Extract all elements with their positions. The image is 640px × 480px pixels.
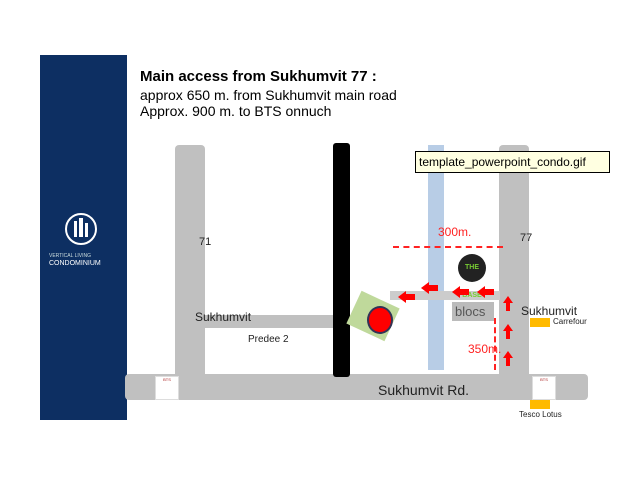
route-arrow-left bbox=[452, 286, 469, 298]
blocs-logo: blocs bbox=[452, 302, 494, 321]
route-arrow-up bbox=[503, 324, 513, 339]
distance-350-label: 350m. bbox=[468, 342, 502, 356]
dash-line-300 bbox=[393, 246, 503, 248]
sukhumvit-left-label: Sukhumvit bbox=[195, 310, 252, 324]
brand-line1: VERTICAL LIVING bbox=[49, 253, 91, 259]
distance-line1: approx 650 m. from Sukhumvit main road bbox=[140, 87, 397, 103]
carrefour-label: Carrefour bbox=[553, 317, 587, 326]
the-base-logo: THE BASE bbox=[458, 254, 486, 299]
tesco-label: Tesco Lotus bbox=[519, 410, 562, 419]
condo-marker bbox=[367, 306, 393, 334]
access-path bbox=[390, 291, 500, 300]
route-arrow-up bbox=[503, 296, 513, 311]
bts-station-icon: BTS bbox=[155, 376, 179, 400]
brand-line2: CONDOMINIUM bbox=[49, 260, 101, 267]
sukhumvit-right-label: Sukhumvit bbox=[521, 304, 578, 318]
bts-station-icon: BTS bbox=[532, 376, 556, 400]
sukhumvit-main-road bbox=[125, 374, 588, 400]
soi-71-road bbox=[175, 145, 205, 395]
soi-77-label: 77 bbox=[520, 232, 533, 244]
carrefour-marker bbox=[530, 318, 550, 327]
predee-label: Predee 2 bbox=[248, 334, 289, 345]
dash-line-350 bbox=[494, 318, 496, 370]
distance-line2: Approx. 900 m. to BTS onnuch bbox=[140, 103, 332, 119]
tesco-marker bbox=[530, 400, 550, 409]
soi-71-label: 71 bbox=[199, 236, 212, 248]
building-logo-icon bbox=[65, 213, 97, 245]
image-tooltip: template_powerpoint_condo.gif bbox=[415, 151, 610, 173]
route-arrow-left bbox=[477, 286, 494, 298]
distance-300-label: 300m. bbox=[438, 225, 472, 239]
sidebar-brand-panel: VERTICAL LIVING CONDOMINIUM bbox=[40, 55, 127, 420]
black-road bbox=[333, 143, 350, 377]
page-title: Main access from Sukhumvit 77 : bbox=[140, 68, 377, 85]
river bbox=[428, 145, 444, 370]
route-arrow-left bbox=[421, 282, 438, 294]
main-road-label: Sukhumvit Rd. bbox=[378, 382, 470, 398]
sukhumvit-soi-road bbox=[175, 315, 337, 328]
route-arrow-up bbox=[503, 351, 513, 366]
route-arrow-left bbox=[398, 291, 415, 303]
